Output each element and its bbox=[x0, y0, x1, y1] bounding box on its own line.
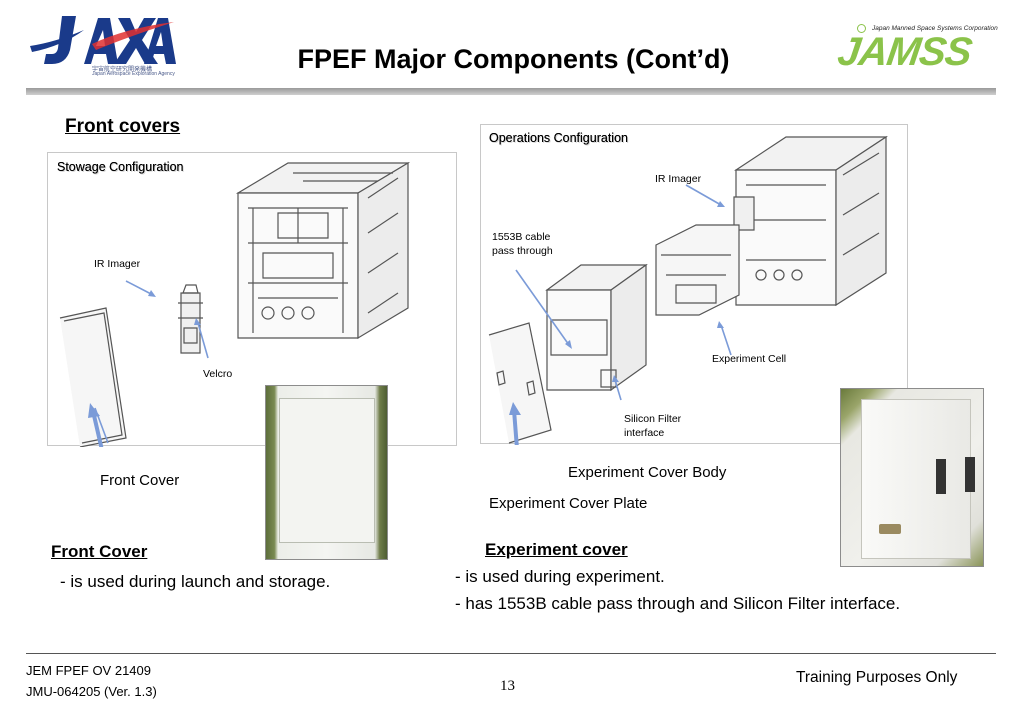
page-number: 13 bbox=[500, 678, 515, 694]
front-cover-photo bbox=[265, 385, 388, 560]
experiment-cover-plate-caption: Experiment Cover Plate bbox=[489, 495, 648, 512]
front-covers-heading: Front covers bbox=[65, 116, 181, 137]
jaxa-subtitle-en: Japan Aerospace Exploration Agency bbox=[92, 71, 175, 77]
header-divider bbox=[26, 88, 996, 95]
classification-label: Training Purposes Only bbox=[796, 669, 958, 686]
footer-divider bbox=[26, 653, 996, 654]
stowage-drawing bbox=[59, 161, 411, 534]
jaxa-subtitle-jp: 宇宙航空研究開発機構 bbox=[92, 67, 153, 73]
silicon-filter-label: Silicon Filter interface bbox=[624, 412, 681, 440]
front-cover-caption: Front Cover bbox=[100, 472, 180, 489]
experiment-cell-label: Experiment Cell bbox=[712, 353, 787, 365]
jaxa-logo bbox=[26, 8, 176, 80]
doc-number: JEM FPEF OV 21409 bbox=[26, 663, 151, 678]
experiment-cover-bullet-1: - is used during experiment. bbox=[455, 567, 665, 586]
stowage-ir-imager-label: IR Imager bbox=[94, 258, 141, 270]
page-title: FPEF Major Components (Cont’d) bbox=[297, 44, 730, 74]
front-cover-heading: Front Cover bbox=[51, 542, 148, 561]
operations-config-label: Operations Configuration bbox=[489, 131, 628, 145]
operations-figure bbox=[480, 124, 908, 501]
operations-drawing bbox=[488, 135, 888, 501]
cable-pass-through-label: 1553B cable pass through bbox=[492, 230, 553, 258]
stowage-figure bbox=[47, 152, 457, 534]
experiment-cover-body-caption: Experiment Cover Body bbox=[568, 464, 727, 481]
silicon-label-line1: Silicon Filter bbox=[624, 413, 682, 425]
cable-label-line1: 1553B cable bbox=[492, 231, 551, 243]
stowage-config-label: Stowage Configuration bbox=[57, 160, 184, 174]
experiment-cover-photo bbox=[840, 388, 984, 567]
front-cover-bullet: - is used during launch and storage. bbox=[60, 572, 331, 591]
jamss-tagline: Japan Manned Space Systems Corporation bbox=[872, 25, 998, 32]
experiment-cover-bullet-2: - has 1553B cable pass through and Silic… bbox=[455, 594, 901, 613]
doc-version: JMU-064205 (Ver. 1.3) bbox=[26, 684, 157, 699]
silicon-label-line2: interface bbox=[624, 427, 665, 439]
ops-ir-imager-label: IR Imager bbox=[655, 173, 702, 185]
footer-doc-info: JEM FPEF OV 21409 JMU-064205 (Ver. 1.3) bbox=[26, 660, 157, 702]
jamss-circle-icon bbox=[857, 24, 866, 33]
cable-label-line2: pass through bbox=[492, 245, 553, 257]
experiment-cover-heading: Experiment cover bbox=[485, 540, 628, 559]
velcro-label: Velcro bbox=[203, 368, 233, 380]
jamss-logo: JAMSS bbox=[834, 30, 974, 74]
